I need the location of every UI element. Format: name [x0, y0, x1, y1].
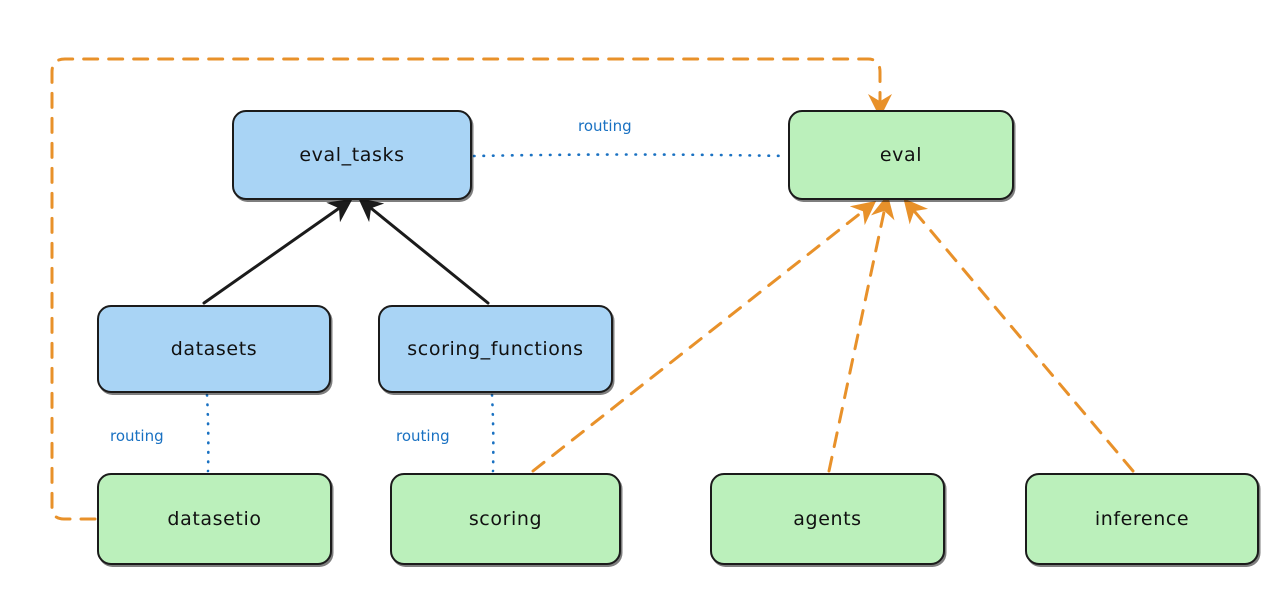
node-inference-label: inference: [1094, 508, 1190, 530]
node-datasetio[interactable]: datasetio: [97, 473, 332, 565]
edge-scoring-functions-to-scoring: [490, 393, 495, 473]
edge-eval-tasks-to-eval: [472, 153, 788, 158]
node-eval-tasks[interactable]: eval_tasks: [232, 110, 472, 200]
node-scoring[interactable]: scoring: [390, 473, 621, 565]
node-scoring-functions-label: scoring_functions: [407, 338, 584, 360]
edge-scoring-to-eval: [531, 200, 877, 473]
node-eval-label: eval: [879, 144, 923, 166]
node-agents-label: agents: [793, 508, 862, 530]
node-agents[interactable]: agents: [710, 473, 945, 565]
node-inference[interactable]: inference: [1025, 473, 1259, 565]
edge-label-routing-scoring-functions: routing: [396, 427, 450, 445]
edge-scoring-functions-to-eval-tasks: [358, 197, 490, 305]
edge-inference-to-eval: [903, 198, 1135, 473]
node-scoring-functions[interactable]: scoring_functions: [378, 305, 613, 393]
edge-datasetio-to-eval: [50, 57, 892, 521]
node-datasetio-label: datasetio: [167, 508, 262, 530]
edge-datasets-to-eval-tasks: [202, 198, 353, 305]
edge-label-routing-datasets: routing: [110, 427, 164, 445]
node-scoring-label: scoring: [468, 508, 543, 530]
node-eval[interactable]: eval: [788, 110, 1014, 200]
edge-label-routing-eval-tasks: routing: [578, 117, 632, 135]
edge-datasets-to-datasetio: [205, 393, 210, 473]
node-eval-tasks-label: eval_tasks: [299, 144, 405, 166]
node-datasets[interactable]: datasets: [97, 305, 331, 393]
node-datasets-label: datasets: [170, 338, 258, 360]
edge-agents-to-eval: [827, 194, 895, 473]
